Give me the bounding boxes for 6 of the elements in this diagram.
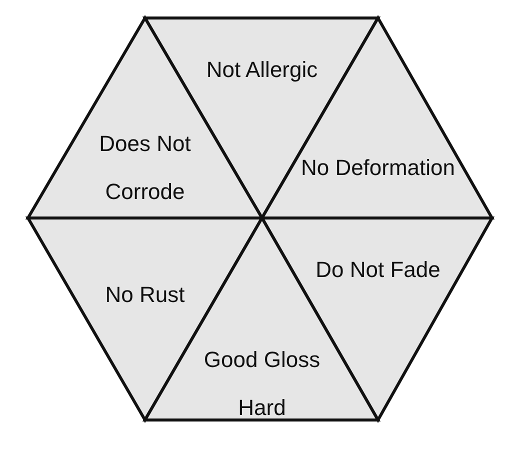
segment-label: Good Gloss Hard [202,346,322,422]
segment-label: Not Allergic [205,56,319,84]
segment-label: Do Not Fade [314,256,442,284]
segment-label: No Rust [104,281,186,309]
segment-label: Does Not Corrode [98,130,192,206]
segment-label: No Deformation [300,154,456,182]
